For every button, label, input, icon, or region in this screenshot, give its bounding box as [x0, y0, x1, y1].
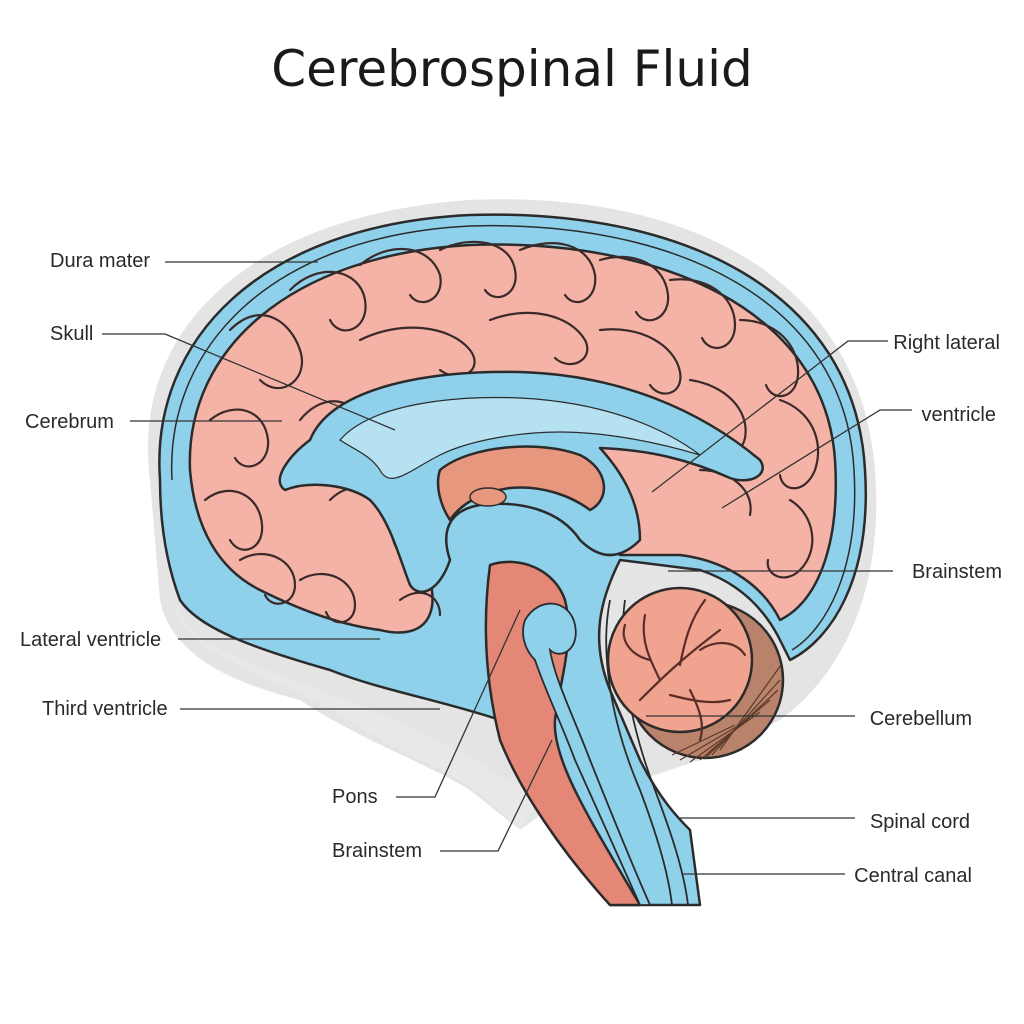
arbor-vitae	[622, 598, 747, 742]
ventricle-inner	[339, 396, 701, 480]
leader-right-lateral	[651, 340, 888, 493]
leader-pons	[396, 609, 521, 798]
brainstem	[484, 560, 642, 907]
cerebellum-folia	[671, 664, 782, 763]
label-pons: Pons	[332, 786, 378, 808]
leader-lines	[102, 261, 912, 875]
fourth-ventricle	[522, 602, 652, 906]
labels: Dura mater Skull Cerebrum Lateral ventri…	[20, 250, 1002, 887]
label-brainstem-right: Brainstem	[912, 561, 1002, 583]
leader-skull	[102, 333, 396, 431]
leader-brainstem-lower	[440, 739, 553, 852]
central-canal-line	[605, 599, 673, 906]
leader-ventricle	[721, 409, 912, 509]
label-brainstem-lower: Brainstem	[332, 840, 422, 862]
third-ventricle-oval	[469, 487, 507, 507]
dura-inner-line	[170, 224, 856, 651]
label-cerebrum: Cerebrum	[25, 411, 114, 433]
label-third-ventricle: Third ventricle	[42, 698, 168, 720]
label-lateral-ventricle: Lateral ventricle	[20, 629, 161, 651]
label-right-lateral: Right lateral	[893, 332, 1000, 354]
thalamus	[436, 445, 606, 522]
label-skull: Skull	[50, 323, 93, 345]
label-ventricle: ventricle	[922, 404, 996, 426]
label-central-canal: Central canal	[854, 865, 972, 887]
diagram-title: Cerebrospinal Fluid	[271, 40, 752, 98]
label-cerebellum: Cerebellum	[870, 708, 972, 730]
label-spinal-cord: Spinal cord	[870, 811, 970, 833]
label-dura-mater: Dura mater	[50, 250, 150, 272]
skull-lower-shadow	[170, 600, 540, 830]
